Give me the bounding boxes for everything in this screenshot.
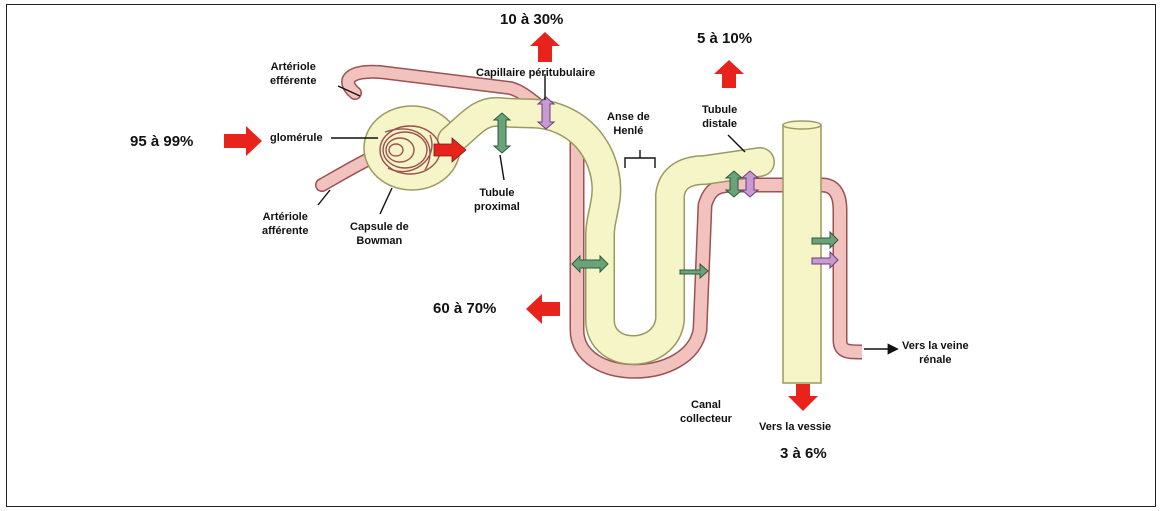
collecting-duct — [783, 125, 821, 383]
label-peritubular-capillary: Capillaire péritubulaire — [476, 66, 595, 80]
arrow-bladder-down — [788, 384, 818, 411]
arrow-glomerular-in — [224, 126, 262, 156]
pct-urine: 3 à 6% — [780, 445, 827, 462]
arrow-peritubular-up — [530, 32, 560, 62]
pct-proximal: 60 à 70% — [433, 300, 496, 317]
pct-distal: 5 à 10% — [697, 30, 752, 47]
pct-peritubular: 10 à 30% — [500, 11, 563, 28]
arrow-distal-up — [714, 60, 744, 88]
pct-glomerular: 95 à 99% — [130, 133, 193, 150]
label-glomerule: glomérule — [270, 131, 323, 145]
label-to-bladder: Vers la vessie — [759, 420, 831, 434]
arrow-proximal-left — [526, 294, 560, 324]
